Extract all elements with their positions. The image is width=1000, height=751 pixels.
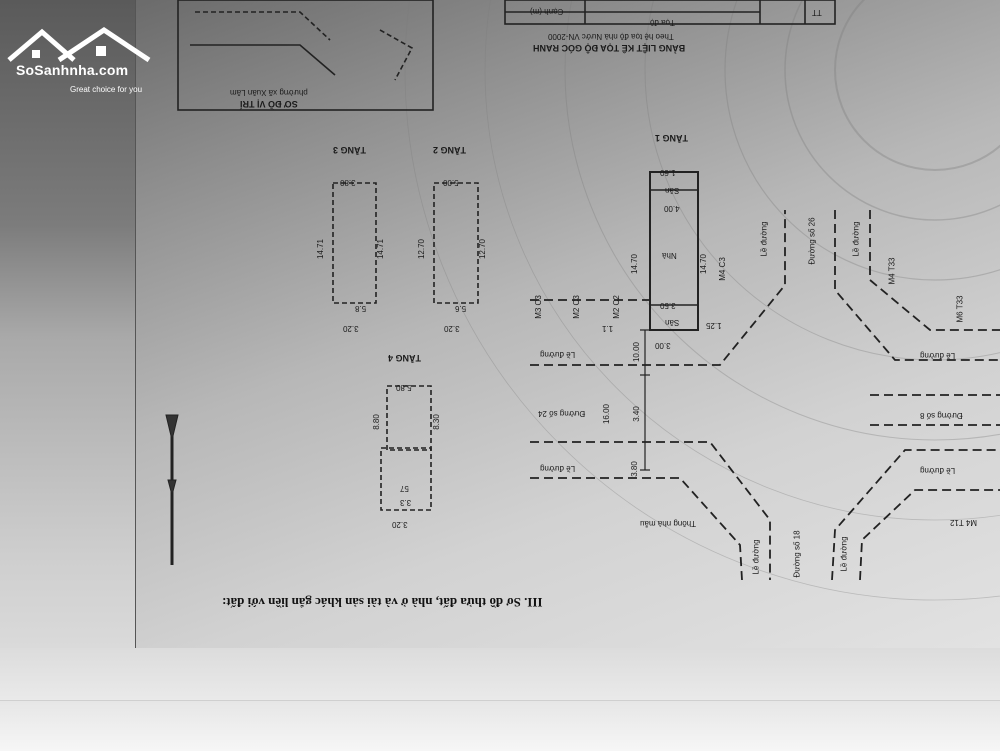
document-page	[135, 0, 1000, 648]
dim-a2: 1.1	[602, 324, 614, 333]
coordinate-col-canh: Cạnh (m)	[530, 7, 564, 16]
parcel-label-8: M4 T33	[887, 257, 897, 285]
road-le-duong-3: Lề đường	[920, 351, 956, 360]
dim-l3: 14.71	[316, 238, 326, 260]
dim-l2: 12.70	[417, 238, 427, 260]
dim-w6: 5.80	[396, 383, 412, 392]
floor-label-3: TẦNG 3	[333, 145, 367, 155]
dim-w3c: 3.20	[392, 520, 408, 529]
road-le-duong-5: Lề đường	[751, 539, 761, 575]
road-label-18: Đường số 18	[792, 530, 802, 578]
dim-l2b: 12.70	[478, 238, 488, 260]
dim-l9: 3.80	[629, 461, 639, 477]
dim-w2: 3.50	[660, 301, 676, 310]
parcel-label-3: M2 C2	[611, 295, 621, 319]
road-le-duong-2: Lề đường	[540, 464, 576, 473]
dim-l7b: 3.40	[631, 406, 641, 422]
floor-label-4: TẦNG 4	[388, 353, 422, 363]
parcel-label-10: M4 T12	[950, 518, 977, 527]
dim-w8: 4.00	[664, 204, 680, 213]
floor-label-1: TẦNG 1	[655, 133, 689, 143]
parcel-label-4: M4 C3	[717, 257, 727, 281]
room-label-2: Sân	[665, 318, 680, 327]
road-label-8: Đường số 8	[920, 411, 963, 420]
road-le-duong-8: Lề đường	[851, 221, 861, 257]
watermark-logo	[4, 20, 154, 100]
north-arrow	[165, 414, 179, 565]
parcel-label-1: M3 C3	[533, 295, 543, 319]
dim-a6: 57	[400, 484, 409, 493]
dim-l4: 8.80	[371, 414, 381, 430]
dim-l3b: 14.71	[376, 238, 386, 260]
coordinate-col-toado: Tọa độ	[650, 18, 675, 27]
dim-w7: 3.00	[655, 341, 671, 350]
room-label-3: Nhà	[662, 251, 677, 260]
floor-plans	[332, 171, 699, 511]
road-boundaries	[530, 210, 1000, 581]
floor-label-2: TẦNG 2	[433, 145, 467, 155]
dim-l6: 10.00	[632, 341, 642, 363]
dim-l7: 16.00	[602, 403, 612, 425]
watermark-tagline: Great choice for you	[70, 85, 143, 94]
road-label-26: Đường số 26	[807, 217, 817, 265]
dim-l5: 8.30	[431, 414, 441, 430]
road-le-duong-7: Lề đường	[759, 221, 769, 257]
parcel-label-9: M6 T33	[955, 295, 965, 323]
road-le-duong-1: Lề đường	[540, 350, 576, 359]
dim-l1: 14.70	[630, 253, 640, 275]
dim-a4: 5.6	[455, 304, 467, 313]
dim-w5: 5.00	[443, 178, 459, 187]
section-heading: III. Sơ đồ thửa đất, nhà ở và tài sản kh…	[222, 595, 543, 610]
road-le-duong-6: Lề đường	[839, 536, 849, 572]
house-roof-icon	[7, 26, 151, 63]
land-plot-drawing	[165, 0, 1000, 601]
road-label-24: Đường số 24	[538, 409, 586, 418]
paper-sheet-edge	[0, 700, 1000, 751]
dimension-lines	[640, 329, 650, 471]
road-le-duong-4: Lề đường	[920, 466, 956, 475]
dim-a3: 5.8	[355, 304, 367, 313]
coordinate-table-frame	[504, 0, 836, 25]
dim-w3: 3.20	[343, 324, 359, 333]
location-map-subtitle: phường xã Xuân Lâm	[230, 88, 308, 97]
watermark-brand: SoSanhnha.com	[16, 62, 129, 78]
dim-l1b: 14.70	[699, 253, 709, 275]
parcel-label-2: M2 C3	[571, 295, 581, 319]
room-label-1: Sân	[665, 186, 680, 195]
road-thong-nhan-mau: Thông nhà mẫu	[640, 519, 697, 528]
dim-w4: 3.80	[340, 178, 356, 187]
location-map-frame	[177, 0, 434, 111]
coordinate-col-tt: TT	[812, 8, 822, 17]
dim-w3b: 3.20	[444, 324, 460, 333]
certificate-seal-pattern	[404, 0, 1000, 601]
dim-w1: 1.60	[660, 168, 676, 177]
dim-a1: 1.25	[706, 321, 722, 330]
